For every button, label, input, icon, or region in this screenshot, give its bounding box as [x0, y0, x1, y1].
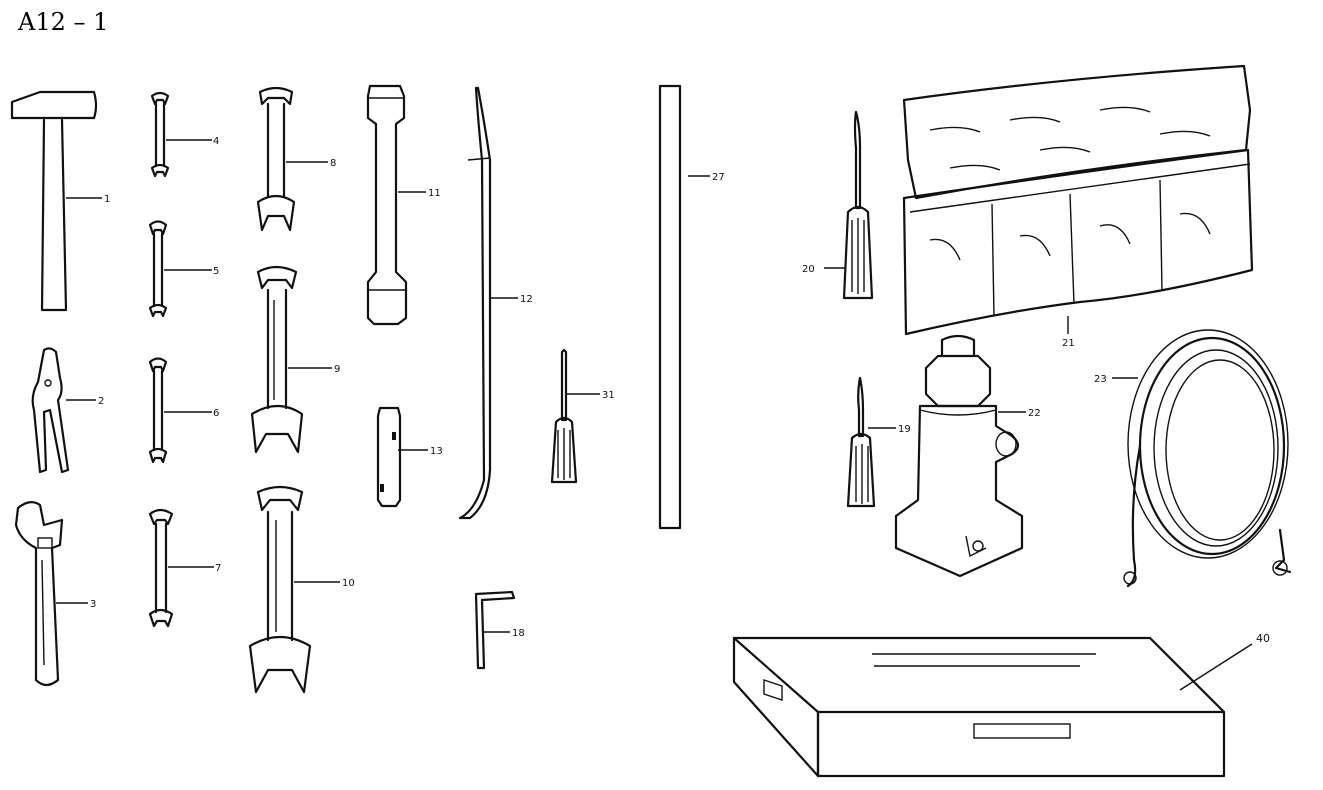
callout-2: 2: [98, 396, 104, 407]
bar: 27: [658, 84, 725, 530]
callout-31: 31: [602, 390, 615, 401]
callout-22: 22: [1028, 408, 1041, 419]
callout-6: 6: [213, 408, 219, 419]
small-wrench-6: 6: [148, 357, 219, 464]
callout-9: 9: [334, 364, 340, 375]
callout-1: 1: [104, 194, 110, 205]
hammer: 1: [10, 90, 110, 312]
hose: 23: [1094, 329, 1292, 588]
small-wrench-4: 4: [150, 91, 219, 178]
bottle-jack: 22: [894, 334, 1041, 578]
callout-23: 23: [1094, 374, 1107, 385]
callout-13: 13: [430, 446, 443, 457]
small-screwdriver: 31: [550, 348, 615, 484]
callout-12: 12: [520, 294, 533, 305]
callout-20: 20: [802, 264, 815, 275]
pliers: 2: [31, 347, 104, 474]
wrench-10: 10: [248, 485, 355, 694]
callout-10: 10: [342, 578, 355, 589]
callout-27: 27: [712, 172, 725, 183]
callout-18: 18: [512, 628, 525, 639]
wrench-8: 8: [256, 86, 336, 232]
callout-5: 5: [213, 266, 219, 277]
wrench-9: 9: [250, 265, 340, 454]
tyre-lever: 12: [458, 86, 533, 520]
adjustable-wrench: 3: [14, 501, 96, 687]
small-wrench-5: 5: [148, 220, 219, 318]
tool-roll: 21: [902, 64, 1254, 349]
screwdriver-20: 20: [802, 110, 874, 300]
page-title: A12 – 1: [18, 8, 109, 36]
callout-19: 19: [898, 424, 911, 435]
screwdriver-19: 19: [846, 376, 911, 508]
callout-8: 8: [330, 158, 336, 169]
tool-box: 40: [732, 632, 1270, 778]
box-spanner: 11: [366, 84, 441, 326]
callout-4: 4: [213, 136, 219, 147]
small-wrench-7: 7: [148, 508, 221, 628]
socket: 13: [376, 406, 443, 508]
callout-3: 3: [90, 599, 96, 610]
allen-key: 18: [474, 590, 525, 670]
callout-40: 40: [1256, 632, 1270, 645]
callout-21: 21: [1062, 338, 1075, 349]
callout-7: 7: [215, 563, 221, 574]
callout-11: 11: [428, 188, 441, 199]
